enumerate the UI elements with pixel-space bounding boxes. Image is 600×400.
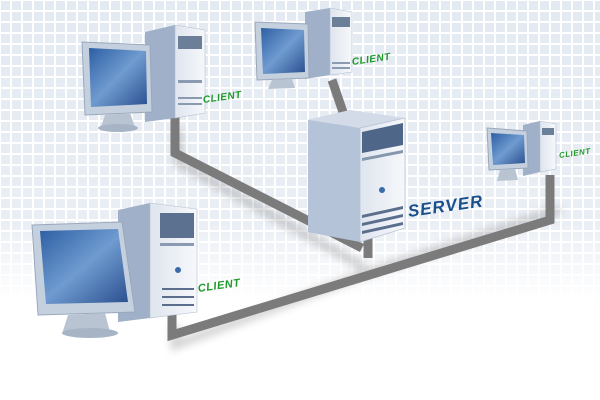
- cable-bottom-left-client: [167, 175, 555, 342]
- cable-top-center-client: [327, 78, 350, 120]
- cable-top-left-client: [170, 110, 365, 253]
- client-top-center-computer: [254, 7, 353, 89]
- client-top-left-computer: [81, 24, 206, 132]
- server-computer: [308, 110, 406, 243]
- client-bottom-left-computer: [31, 202, 198, 338]
- client-right-computer: [486, 120, 557, 181]
